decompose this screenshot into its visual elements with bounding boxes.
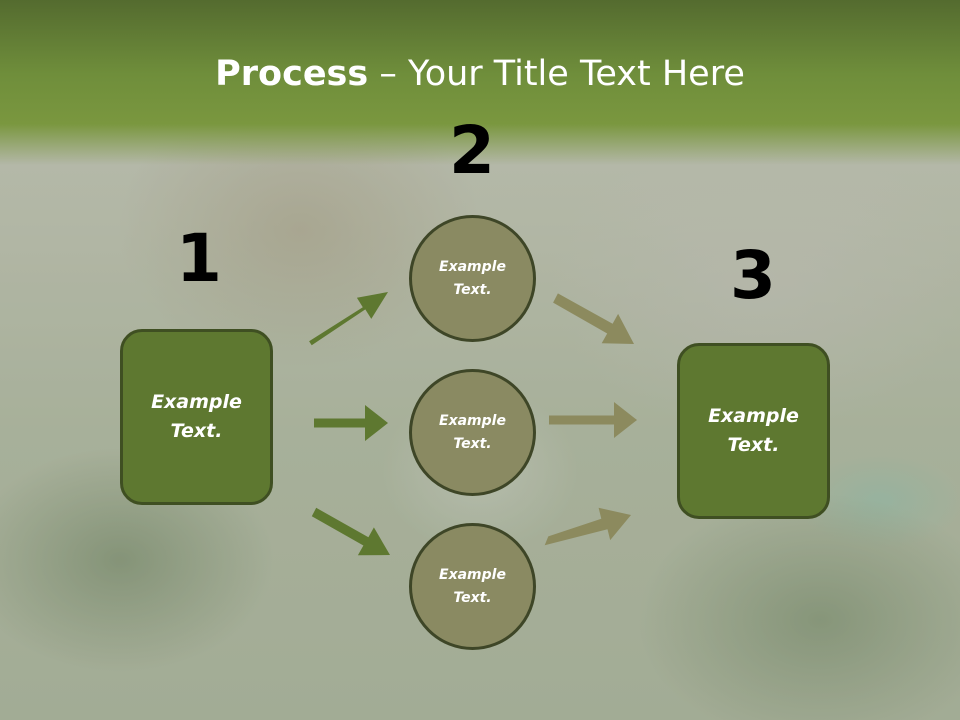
end-box-line1: Example — [708, 405, 799, 427]
end-box-line2: Text. — [727, 434, 780, 456]
end-box: Example Text. — [677, 343, 830, 519]
circle-bottom-line2: Text. — [453, 589, 492, 606]
title-banner — [0, 0, 960, 165]
step-number-1: 1 — [176, 220, 222, 297]
start-box-line2: Text. — [170, 420, 223, 442]
arrow-from-step2-top — [553, 293, 634, 344]
title-bold-part: Process — [215, 54, 369, 94]
slide-title: Process – Your Title Text Here — [0, 52, 960, 96]
start-box: Example Text. — [120, 329, 273, 505]
step-number-3: 3 — [730, 237, 776, 314]
circle-middle-line1: Example — [439, 412, 506, 429]
arrow-to-step2-middle — [314, 405, 388, 441]
arrow-from-step2-middle — [549, 402, 637, 438]
circle-top-line1: Example — [439, 258, 506, 275]
circle-top-line2: Text. — [453, 281, 492, 298]
step2-circle-middle: Example Text. — [409, 369, 536, 496]
start-box-line1: Example — [151, 391, 242, 413]
arrow-from-step2-bottom — [544, 507, 631, 546]
title-rest-part: – Your Title Text Here — [368, 54, 745, 94]
step2-circle-top: Example Text. — [409, 215, 536, 342]
step-number-2: 2 — [449, 112, 495, 189]
circle-bottom-line1: Example — [439, 566, 506, 583]
circle-middle-line2: Text. — [453, 435, 492, 452]
arrow-to-step2-bottom — [311, 507, 390, 556]
step2-circle-bottom: Example Text. — [409, 523, 536, 650]
arrow-to-step2-top — [309, 292, 388, 346]
